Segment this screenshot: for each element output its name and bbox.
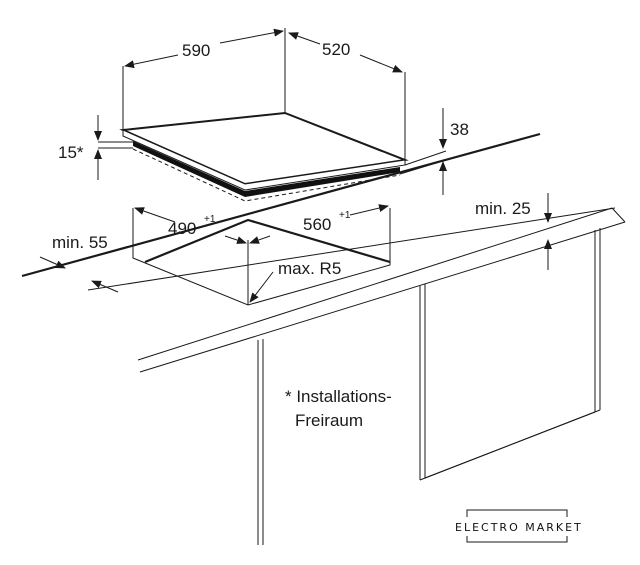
watermark-logo: ELECTRO MARKET xyxy=(455,509,583,543)
countertop xyxy=(137,207,626,373)
watermark-brand: ELECTRO MARKET xyxy=(455,521,583,534)
dim-line-depth xyxy=(288,32,321,45)
dim-line-width xyxy=(124,54,179,69)
note-line-2: Freiraum xyxy=(295,411,363,430)
cabinet xyxy=(257,228,601,545)
label-depth: 520 xyxy=(322,40,350,59)
label-width: 590 xyxy=(182,41,210,60)
label-min-front: min. 55 xyxy=(52,233,108,252)
worktop-edge xyxy=(21,132,541,278)
label-cutout-depth-tolerance: +1 xyxy=(204,214,216,225)
label-cutout-depth: 490 xyxy=(168,219,196,238)
label-height: 38 xyxy=(450,120,469,139)
label-cutout-width-tolerance: +1 xyxy=(339,210,351,221)
note-line-1: * Installations- xyxy=(285,387,392,406)
hob xyxy=(119,111,409,202)
label-cutout-width: 560 xyxy=(303,215,331,234)
label-corner-radius: max. R5 xyxy=(278,259,341,278)
label-min-wall: min. 25 xyxy=(475,199,531,218)
label-recess: 15* xyxy=(58,143,84,162)
cutout xyxy=(132,208,391,306)
